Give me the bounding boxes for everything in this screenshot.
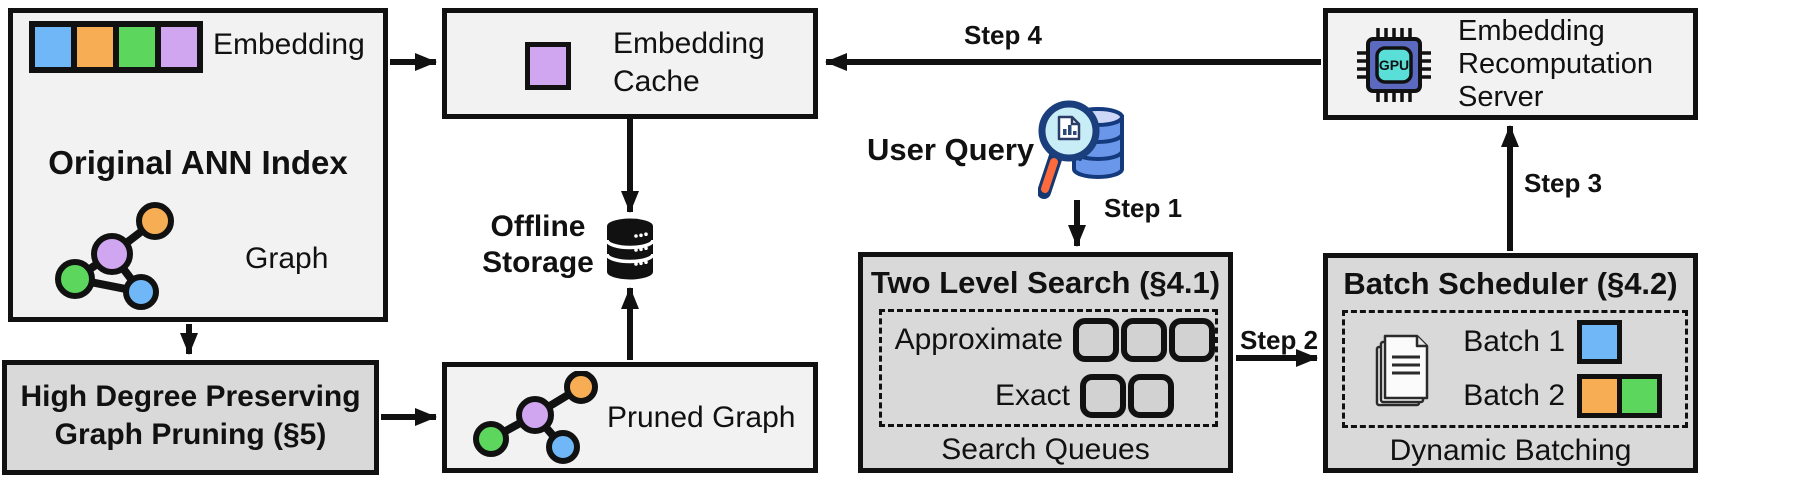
gpu-chip-label: GPU bbox=[1379, 57, 1409, 73]
queue-slot bbox=[1080, 374, 1126, 418]
graph-pruning-line1: High Degree Preserving bbox=[20, 380, 361, 413]
queue-slot bbox=[1073, 318, 1119, 362]
original-ann-index-title: Original ANN Index bbox=[48, 144, 348, 181]
approximate-queue-slots bbox=[1073, 318, 1215, 362]
step2-label: Step 2 bbox=[1240, 325, 1319, 355]
step4-label: Step 4 bbox=[963, 20, 1043, 50]
approximate-label: Approximate bbox=[894, 323, 1063, 356]
embedding-cache-line1: Embedding bbox=[613, 27, 765, 60]
embedding-vector-icon bbox=[29, 21, 203, 73]
dynamic-batching-panel: Batch 1 Batch 2 bbox=[1342, 310, 1688, 428]
recomputation-server-box: GPU Embedding Recomputation Server bbox=[1323, 8, 1698, 120]
queue-slot bbox=[1169, 318, 1215, 362]
pruned-graph-box: Pruned Graph bbox=[442, 362, 818, 473]
server-line2: Recomputation bbox=[1458, 48, 1654, 80]
two-level-search-title: Two Level Search (§4.1) bbox=[870, 265, 1221, 300]
batch1-label: Batch 1 bbox=[1463, 325, 1565, 358]
two-level-search-box: Two Level Search (§4.1) Approximate Exac… bbox=[858, 252, 1233, 473]
cached-embedding-icon bbox=[525, 42, 571, 90]
user-query-icon bbox=[1038, 100, 1124, 199]
batch-scheduler-title: Batch Scheduler (§4.2) bbox=[1343, 266, 1678, 301]
original-graph-icon bbox=[55, 202, 174, 310]
pruned-graph-label: Pruned Graph bbox=[607, 401, 796, 434]
user-query-label: User Query bbox=[867, 132, 1035, 167]
embedding-cell-green bbox=[116, 24, 158, 70]
documents-stack-icon bbox=[1375, 334, 1429, 407]
batch2-row: Batch 2 bbox=[1453, 369, 1662, 423]
batch1-row: Batch 1 bbox=[1453, 315, 1662, 369]
search-queues-panel: Approximate Exact bbox=[879, 309, 1218, 427]
approximate-queue-row: Approximate bbox=[882, 312, 1215, 368]
embedding-cell-orange bbox=[74, 24, 116, 70]
exact-label: Exact bbox=[994, 379, 1070, 412]
graph-label: Graph bbox=[245, 242, 329, 275]
embedding-cache-box: Embedding Cache bbox=[442, 8, 818, 119]
graph-pruning-line2: Graph Pruning (§5) bbox=[54, 418, 327, 451]
exact-queue-row: Exact bbox=[882, 368, 1215, 424]
step3-label: Step 3 bbox=[1524, 168, 1603, 198]
offline-storage-line2: Storage bbox=[482, 246, 594, 279]
original-ann-index-box: Embedding Original ANN Index Graph bbox=[8, 8, 388, 322]
batch2-slot-green bbox=[1617, 374, 1662, 418]
embedding-cell-blue bbox=[32, 24, 74, 70]
server-line3: Server bbox=[1458, 81, 1544, 113]
exact-queue-slots bbox=[1080, 374, 1174, 418]
batch2-slot-orange bbox=[1577, 374, 1622, 418]
embedding-cell-purple bbox=[158, 24, 200, 70]
offline-storage-line1: Offline bbox=[490, 210, 586, 243]
offline-storage-label: Offline Storage bbox=[468, 209, 608, 281]
dynamic-batching-footer: Dynamic Batching bbox=[1389, 434, 1632, 467]
batch1-slot-blue bbox=[1577, 320, 1622, 364]
queue-slot bbox=[1128, 374, 1174, 418]
batch-scheduler-box: Batch Scheduler (§4.2) Batch 1 bbox=[1323, 253, 1698, 473]
server-line1: Embedding bbox=[1458, 15, 1605, 47]
pruned-graph-icon bbox=[473, 371, 598, 464]
search-queues-footer: Search Queues bbox=[941, 433, 1150, 466]
embedding-cache-line2: Cache bbox=[613, 65, 700, 98]
queue-slot bbox=[1121, 318, 1167, 362]
step1-label: Step 1 bbox=[1104, 193, 1183, 223]
embedding-label: Embedding bbox=[213, 28, 365, 61]
graph-pruning-box: High Degree Preserving Graph Pruning (§5… bbox=[2, 360, 379, 475]
gpu-chip-icon: GPU bbox=[1357, 28, 1431, 102]
batch-rows: Batch 1 Batch 2 bbox=[1453, 315, 1662, 423]
batch2-label: Batch 2 bbox=[1463, 379, 1565, 412]
database-icon bbox=[605, 218, 655, 280]
